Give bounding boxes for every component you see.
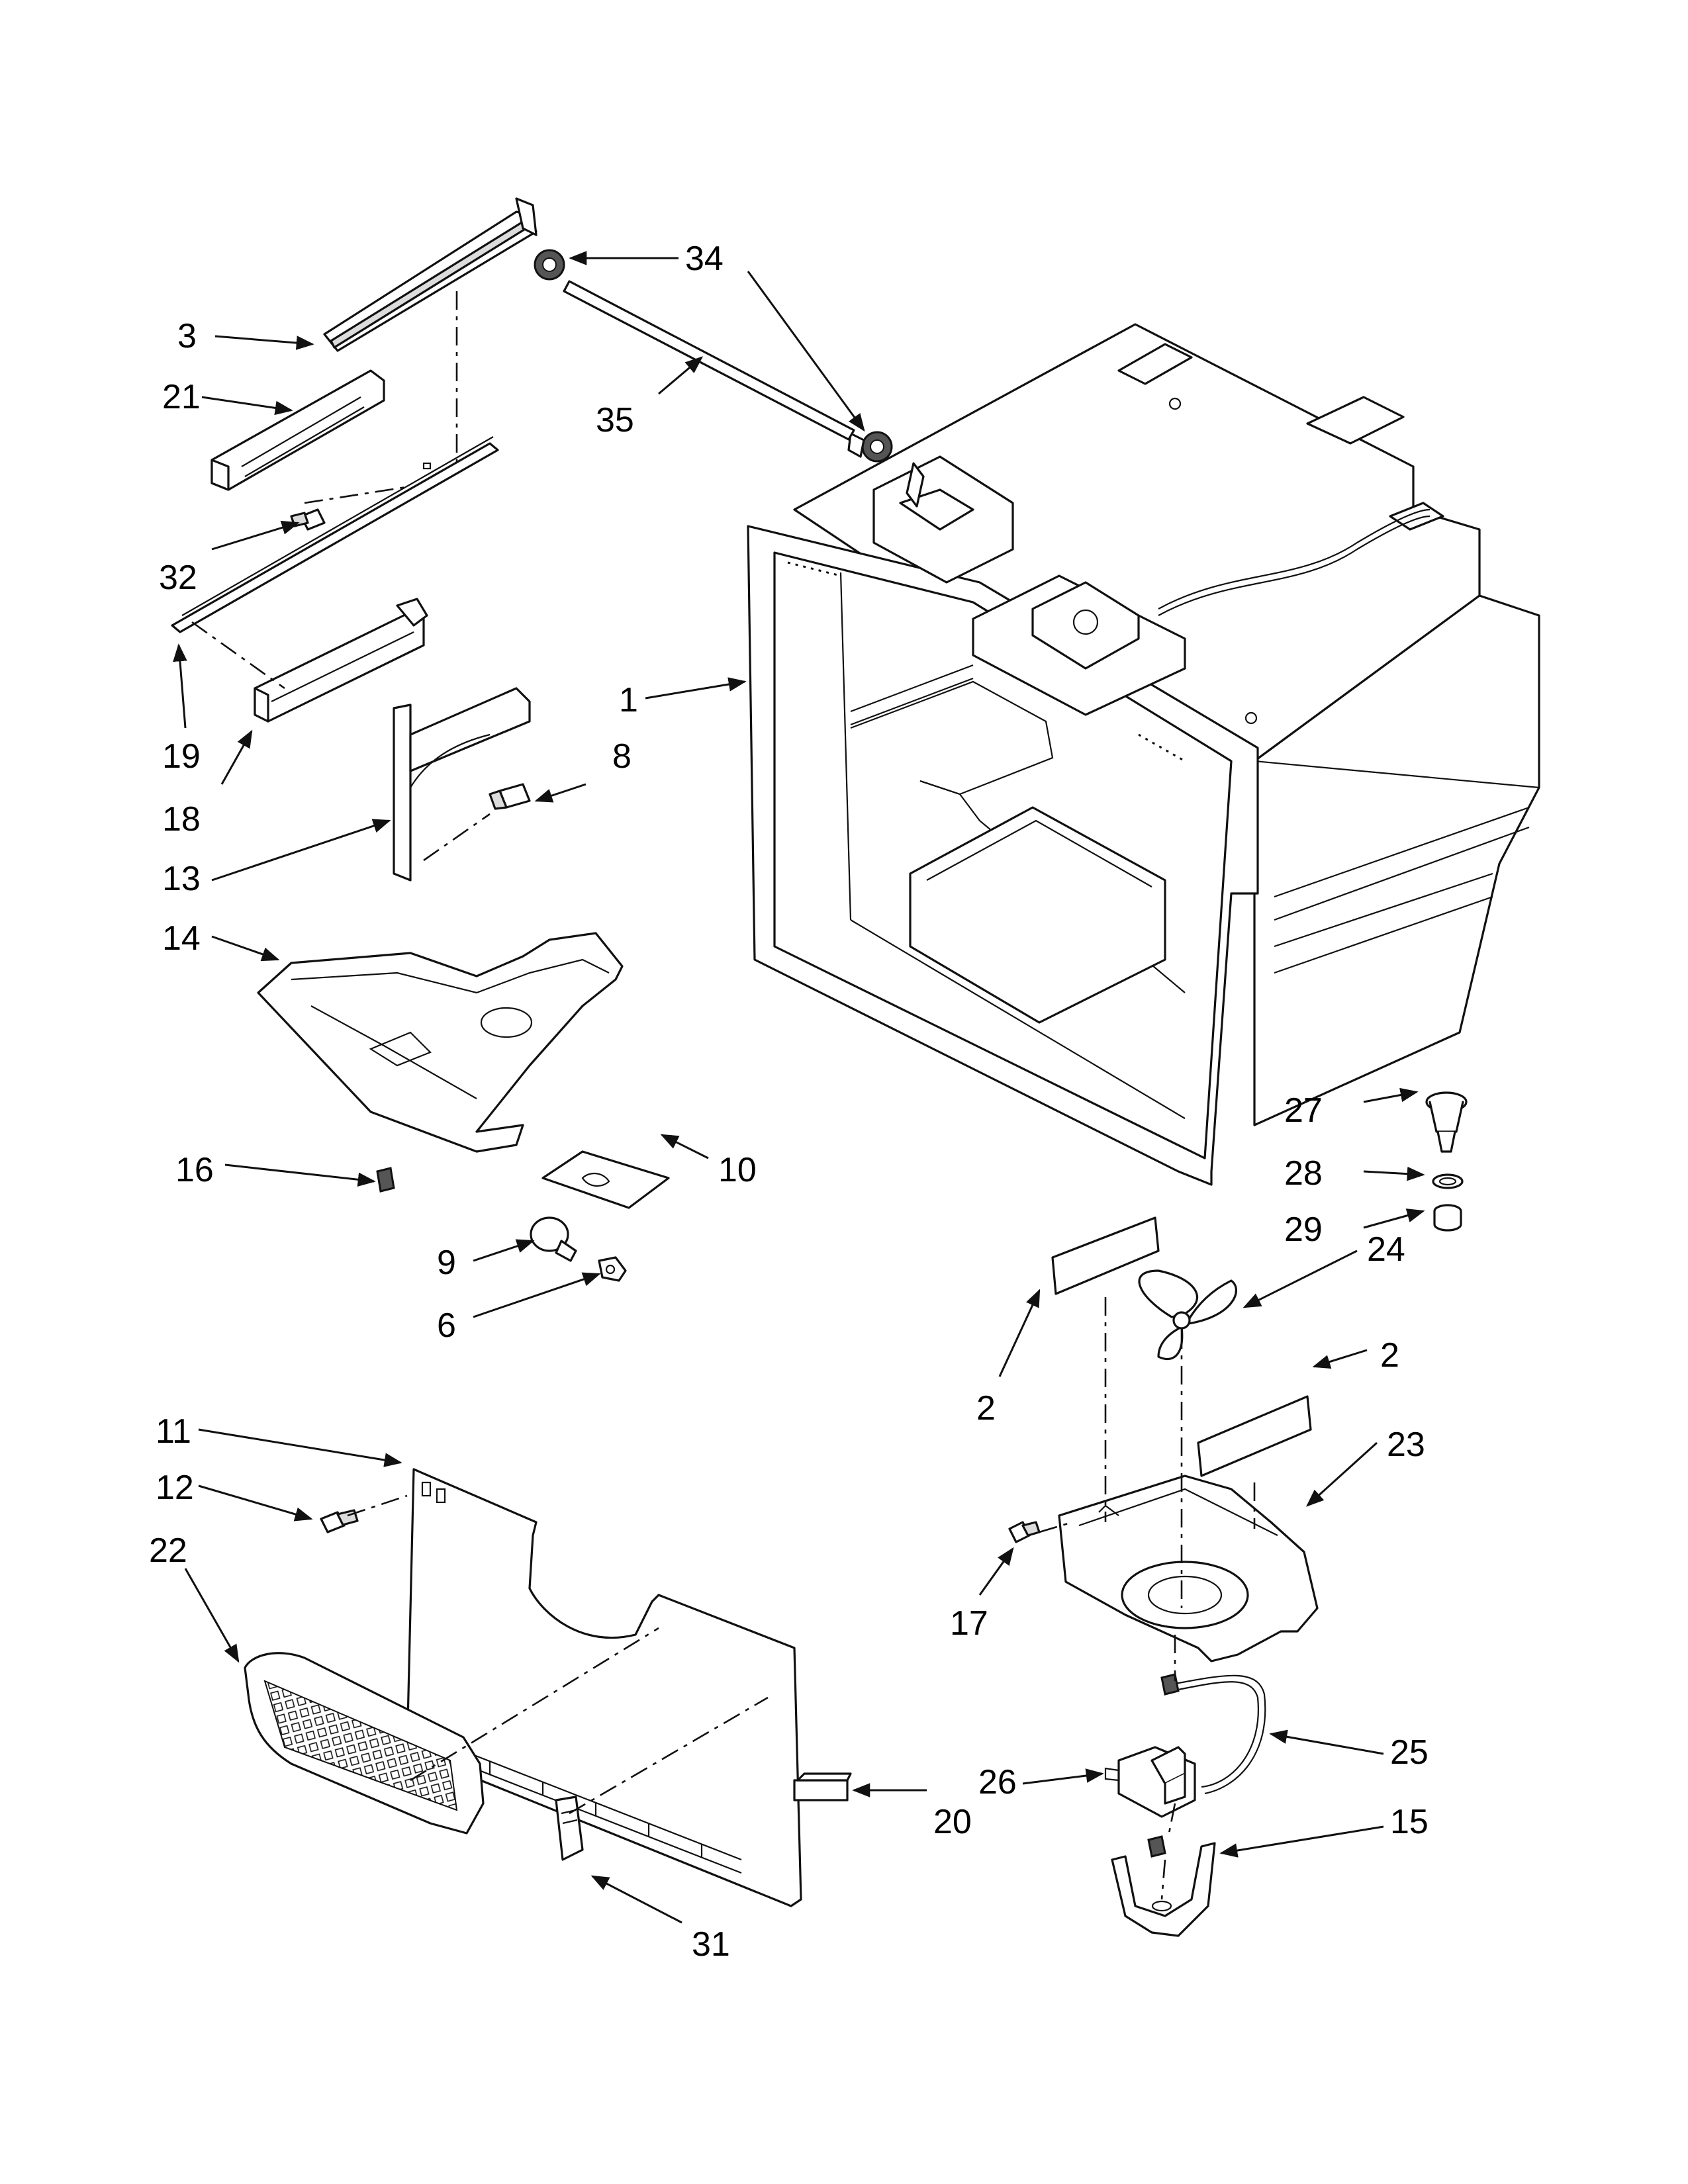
callout-11: 11	[156, 1412, 191, 1451]
callout-27: 27	[1284, 1091, 1323, 1130]
fan-blade-part	[1138, 1269, 1238, 1361]
air-grille-part	[244, 1652, 485, 1835]
callout-31: 31	[692, 1925, 730, 1964]
callout-29: 29	[1284, 1210, 1323, 1249]
socket-part	[598, 1256, 627, 1282]
screw-part	[290, 508, 326, 531]
label-part	[541, 1150, 670, 1209]
foam-strip-part	[793, 1772, 852, 1801]
callout-2-left: 2	[976, 1389, 996, 1428]
callout-34: 34	[685, 240, 724, 278]
callout-14: 14	[162, 919, 201, 958]
callout-22: 22	[149, 1531, 187, 1570]
top-slide-rail-part	[323, 197, 538, 352]
motor-bracket-part	[1111, 1842, 1216, 1937]
switch-part	[376, 1167, 395, 1193]
callout-28: 28	[1284, 1154, 1323, 1193]
callout-13: 13	[162, 860, 201, 898]
drain-plug-part	[1433, 1204, 1462, 1232]
callout-16: 16	[175, 1151, 214, 1189]
bracket-plate-part	[393, 687, 531, 882]
wire-harness-part	[1147, 1673, 1266, 1858]
freezer-liner-part	[747, 323, 1540, 1186]
callout-3: 3	[177, 317, 197, 355]
callout-8: 8	[612, 737, 632, 776]
callout-32: 32	[159, 559, 197, 597]
callout-labels: 34 3 21 35 32 1 19 8 18 13 14 27 16 10 2…	[149, 240, 1429, 1964]
leader-lines	[173, 251, 1425, 1924]
callout-20: 20	[933, 1803, 972, 1841]
callout-19: 19	[162, 737, 201, 776]
callout-24: 24	[1367, 1230, 1405, 1269]
callout-9: 9	[437, 1244, 456, 1282]
callout-2-right: 2	[1380, 1336, 1399, 1375]
callout-6: 6	[437, 1306, 456, 1345]
callout-1: 1	[619, 681, 638, 719]
callout-21: 21	[162, 378, 201, 416]
callout-12: 12	[156, 1469, 194, 1507]
callout-23: 23	[1387, 1426, 1425, 1464]
fan-shroud-part	[1058, 1475, 1319, 1662]
callout-17: 17	[950, 1604, 988, 1643]
rail-part	[171, 436, 499, 633]
drain-fitting-part	[1425, 1091, 1468, 1153]
callout-25: 25	[1390, 1733, 1429, 1772]
o-ring-part	[1432, 1173, 1464, 1189]
screw-17-part	[1008, 1521, 1041, 1543]
lower-bracket-part	[254, 598, 428, 723]
rear-panel-part	[406, 1468, 802, 1907]
clip-part	[555, 1796, 584, 1861]
callout-15: 15	[1390, 1803, 1429, 1841]
insulation-pad-part	[1051, 1216, 1312, 1477]
callout-35: 35	[596, 401, 634, 439]
alignment-lines	[191, 291, 1256, 1900]
callout-26: 26	[978, 1763, 1017, 1801]
callout-10: 10	[718, 1151, 757, 1189]
screw-8-part	[489, 783, 531, 810]
shaft-part	[563, 280, 855, 441]
gear-part	[534, 249, 893, 463]
duct-cover-part	[257, 932, 624, 1153]
light-bulb-part	[530, 1216, 577, 1262]
callout-18: 18	[162, 800, 201, 839]
slide-bracket-part	[211, 369, 385, 491]
fan-motor-part	[1104, 1746, 1196, 1818]
